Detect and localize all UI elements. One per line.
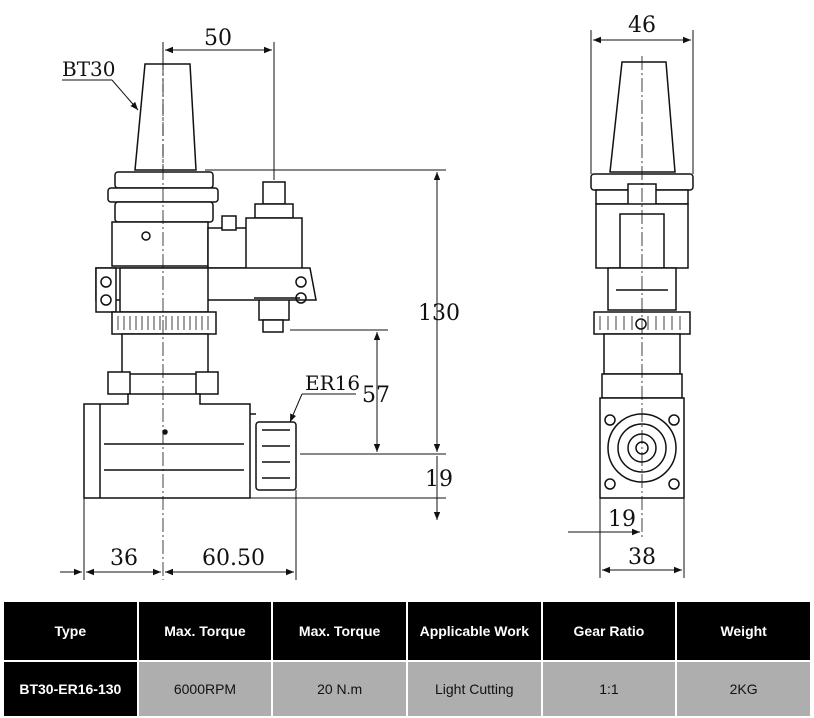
table-row: BT30-ER16-130 6000RPM 20 N.m Light Cutti… [2,660,812,718]
header-weight: Weight [675,600,812,662]
dim-top-width: 50 [204,26,232,51]
dim-right-width: 60.50 [202,546,265,571]
dim-left-width: 36 [110,546,138,571]
dim-overall-height: 130 [418,301,460,326]
dim-side-bottom-width: 38 [628,545,656,570]
cell-weight: 2KG [675,660,812,718]
cell-speed: 6000RPM [136,660,274,718]
side-view [590,56,694,540]
side-taper [609,61,676,173]
bt30-taper [134,63,197,171]
header-applicable-work: Applicable Work [405,600,543,662]
lower-housing [83,393,251,499]
header-max-torque-speed: Max. Torque [136,600,274,662]
upper-body [111,221,209,267]
label-er16: ER16 [305,371,360,395]
side-spindle-top [262,181,286,205]
cell-gear-ratio: 1:1 [540,660,678,718]
label-bt30: BT30 [62,57,116,81]
cell-applicable-work: Light Cutting [405,660,543,718]
neck [121,333,209,375]
spec-header-row: Type Max. Torque Max. Torque Applicable … [2,600,812,662]
dim-mid-height: 57 [362,383,390,408]
header-type: Type [2,600,139,662]
spec-table: Type Max. Torque Max. Torque Applicable … [2,600,812,718]
front-dimensions [60,42,446,580]
front-view [83,56,317,580]
side-dimensions [568,30,694,578]
cell-torque: 20 N.m [271,660,408,718]
dim-bottom-height: 19 [425,467,453,492]
cell-type: BT30-ER16-130 [2,660,139,718]
header-max-torque: Max. Torque [271,600,408,662]
flange-ring-3 [114,201,214,223]
header-gear-ratio: Gear Ratio [540,600,678,662]
flange-ring-1 [114,171,214,189]
graduated-ring [111,311,217,335]
dim-side-top-width: 46 [628,13,656,38]
er16-collet [255,421,297,491]
dim-side-offset: 19 [608,507,636,532]
technical-drawing: 50 130 57 19 36 60.50 46 38 19 BT30 ER16 [60,13,694,580]
